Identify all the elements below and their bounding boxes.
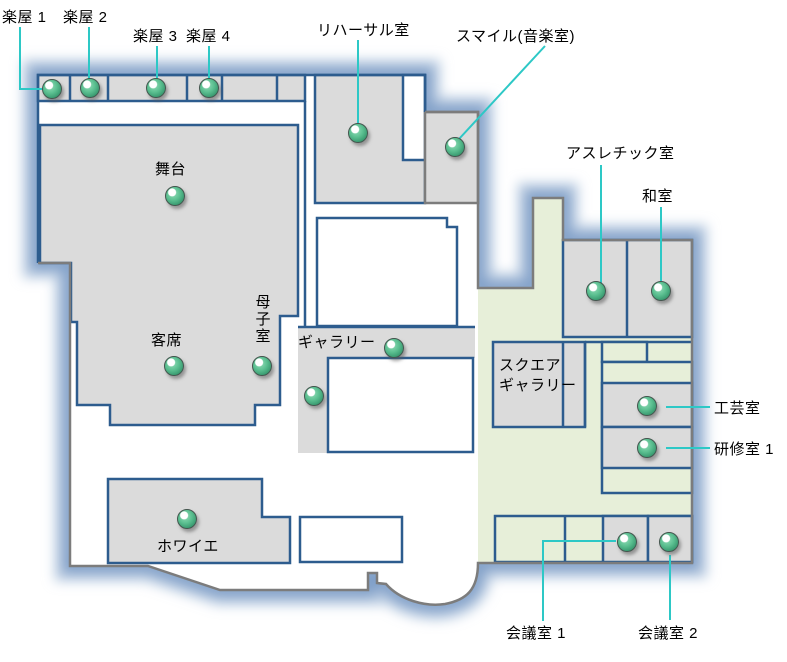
label-washitsu: 和室 [642, 188, 674, 205]
label-kenshushitsu: 研修室 1 [714, 441, 775, 458]
marker-audience[interactable] [164, 356, 184, 376]
label-boshishitsu: 母子室 [253, 294, 271, 345]
marker-gallery-south[interactable] [304, 386, 324, 406]
marker-athletic[interactable] [586, 281, 606, 301]
label-kogeishitsu: 工芸室 [714, 400, 761, 417]
label-stage: 舞台 [155, 161, 187, 178]
room-small-green [600, 340, 649, 364]
marker-smile[interactable] [445, 137, 465, 157]
label-kaigishitsu-2: 会議室 2 [638, 625, 699, 642]
marker-stage[interactable] [165, 186, 185, 206]
label-smile: スマイル(音楽室) [456, 28, 576, 45]
label-gallery: ギャラリー [298, 334, 376, 351]
marker-kaigishitsu-1[interactable] [617, 532, 637, 552]
marker-gakuya-1[interactable] [42, 79, 62, 99]
marker-gallery-east[interactable] [384, 338, 404, 358]
marker-foyer[interactable] [177, 509, 197, 529]
marker-kogeishitsu[interactable] [637, 396, 657, 416]
room-white-bottom [298, 515, 404, 564]
room-white-lower [326, 356, 475, 454]
label-gakuya-3: 楽屋 3 [133, 28, 178, 45]
label-gakuya-2: 楽屋 2 [63, 9, 108, 26]
gakuya-dividers [68, 75, 279, 101]
label-gakuya-1: 楽屋 1 [2, 9, 47, 26]
label-foyer: ホワイエ [157, 538, 219, 555]
marker-washitsu[interactable] [651, 281, 671, 301]
marker-kenshushitsu[interactable] [637, 438, 657, 458]
leader-kaigishitsu-1 [542, 540, 616, 621]
label-square-gallery: スクエア ギャラリー [499, 357, 577, 394]
marker-kaigishitsu-2[interactable] [659, 532, 679, 552]
room-foyer [106, 477, 292, 565]
outer-wall-gray [38, 110, 694, 606]
label-audience: 客席 [151, 332, 183, 349]
label-rehearsal: リハーサル室 [317, 22, 410, 39]
leader-smile [458, 45, 546, 140]
marker-gakuya-3[interactable] [146, 78, 166, 98]
marker-boshishitsu[interactable] [252, 356, 272, 376]
label-kaigishitsu-1: 会議室 1 [506, 625, 567, 642]
room-rehearsal-sub [401, 73, 427, 162]
label-gakuya-4: 楽屋 4 [186, 28, 231, 45]
room-white-upper [315, 216, 459, 328]
label-athletic: アスレチック室 [566, 145, 675, 162]
marker-gakuya-2[interactable] [80, 78, 100, 98]
marker-rehearsal[interactable] [348, 123, 368, 143]
leader-gakuya-1 [19, 27, 42, 90]
outer-wall-navy [36, 73, 427, 263]
marker-gakuya-4[interactable] [199, 78, 219, 98]
room-gakuya-row [36, 73, 307, 103]
